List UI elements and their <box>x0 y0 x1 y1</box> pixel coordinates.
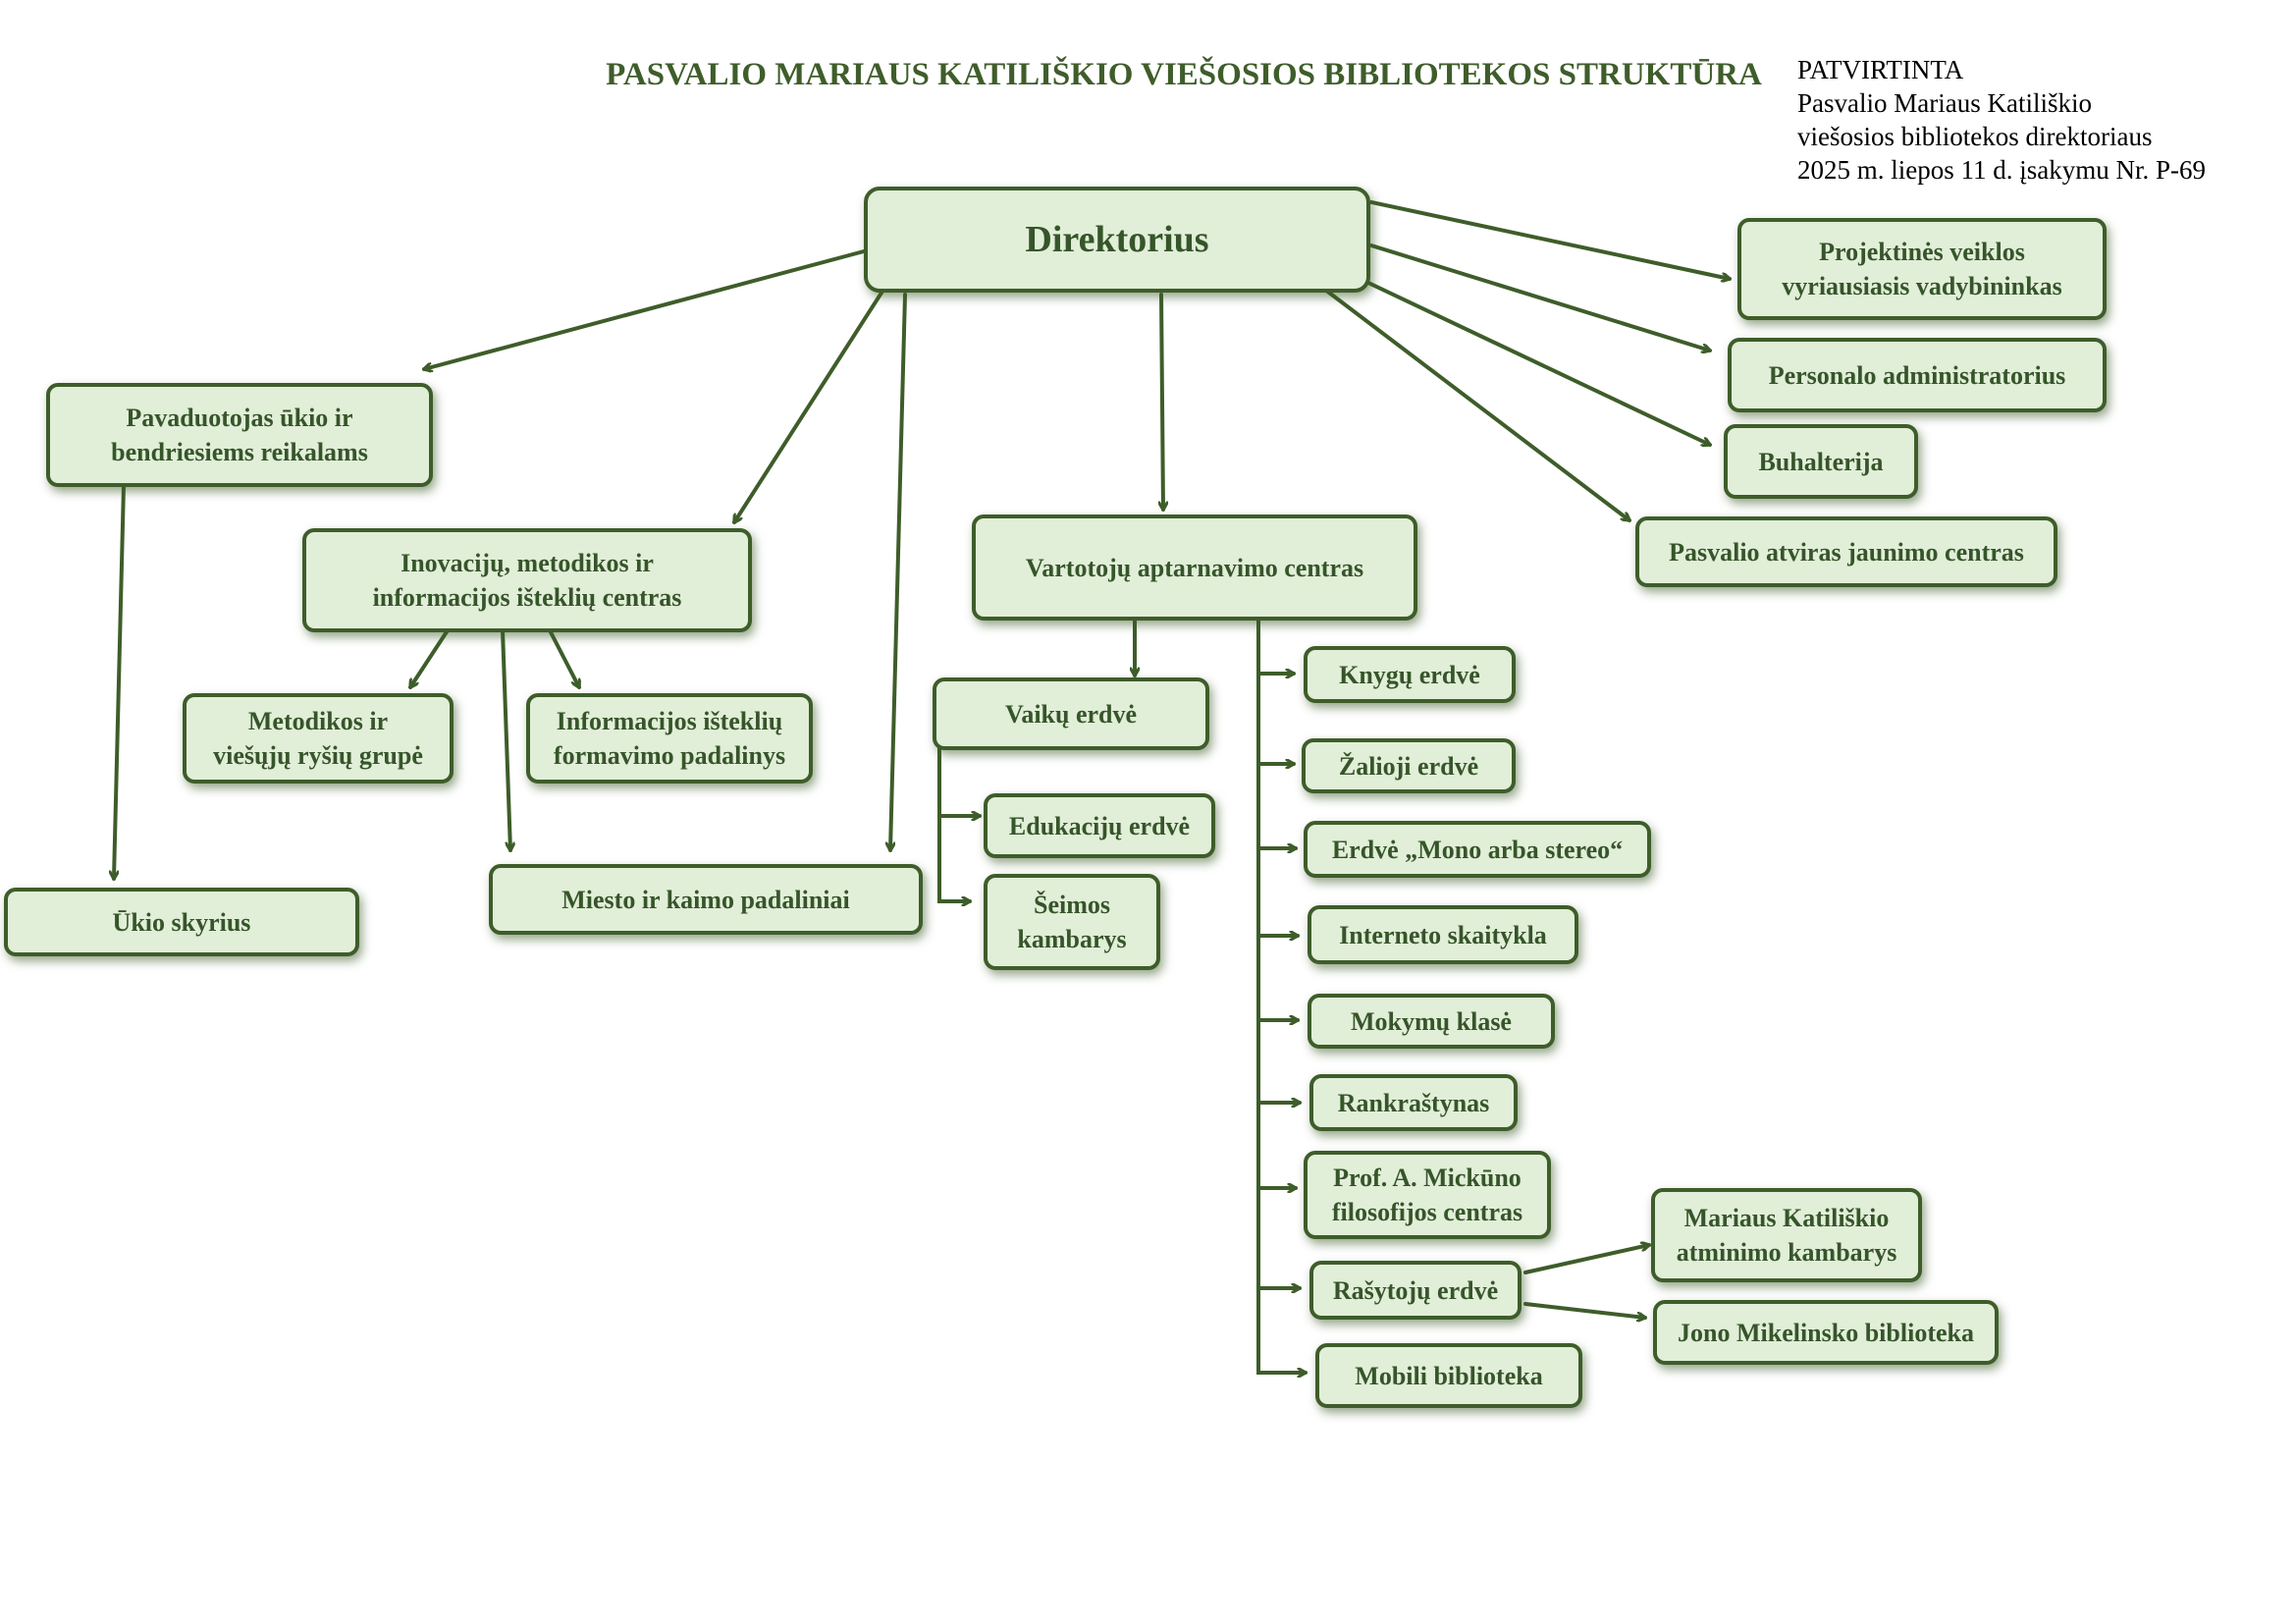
node-manuscripts-label: Rankraštynas <box>1337 1088 1490 1117</box>
approval-note: PATVIRTINTA Pasvalio Mariaus Katiliškio … <box>1797 53 2206 187</box>
node-methodics: Metodikos ir viešųjų ryšių grupė <box>183 693 454 784</box>
node-mikelinskas: Jono Mikelinsko biblioteka <box>1653 1300 1999 1365</box>
node-children-label: Vaikų erdvė <box>1004 699 1138 729</box>
link-children-spine <box>937 745 972 901</box>
node-personnel-label: Personalo administratorius <box>1768 360 2066 390</box>
link-director-projects <box>1369 200 1730 279</box>
node-mobile: Mobili biblioteka <box>1315 1343 1582 1408</box>
node-mikelinskas-label: Jono Mikelinsko biblioteka <box>1678 1318 1974 1347</box>
node-youth: Pasvalio atviras jaunimo centras <box>1635 516 2057 587</box>
link-innovation-branches <box>501 628 510 852</box>
node-projects: Projektinės veiklos vyriausiasis vadybin… <box>1737 218 2107 320</box>
node-economy: Ūkio skyrius <box>4 888 359 956</box>
node-resources: Informacijos išteklių formavimo padaliny… <box>526 693 813 784</box>
node-green: Žalioji erdvė <box>1302 738 1516 793</box>
node-director-label: Direktorius <box>1025 218 1209 260</box>
link-service-spine <box>1256 617 1308 1373</box>
node-writers-label: Rašytojų erdvė <box>1332 1275 1499 1305</box>
node-training: Mokymų klasė <box>1308 994 1555 1049</box>
node-innovation-label-2: informacijos išteklių centras <box>372 583 682 612</box>
node-family-label-1: Šeimos <box>1034 891 1110 919</box>
approval-line-1: PATVIRTINTA <box>1797 55 1964 84</box>
link-writers-mikelinskas <box>1523 1302 1645 1318</box>
node-memorial-label-2: atminimo kambarys <box>1676 1238 1897 1267</box>
node-memorial-label-1: Mariaus Katiliškio <box>1683 1204 1890 1232</box>
page-title: PASVALIO MARIAUS KATILIŠKIO VIEŠOSIOS BI… <box>606 57 1762 92</box>
node-philosophy: Prof. A. Mickūno filosofijos centras <box>1304 1151 1551 1239</box>
node-service: Vartotojų aptarnavimo centras <box>972 514 1417 621</box>
node-methodics-label-2: viešųjų ryšių grupė <box>213 741 423 770</box>
node-children: Vaikų erdvė <box>933 677 1209 750</box>
node-deputy: Pavaduotojas ūkio ir bendriesiems reikal… <box>46 383 433 487</box>
node-internet: Interneto skaitykla <box>1308 905 1578 964</box>
node-resources-label-2: formavimo padalinys <box>553 741 786 770</box>
link-director-youth <box>1323 288 1629 520</box>
node-education-label: Edukacijų erdvė <box>1008 811 1191 840</box>
node-training-label: Mokymų klasė <box>1351 1006 1512 1036</box>
node-mono-label: Erdvė „Mono arba stereo“ <box>1331 835 1624 864</box>
link-director-accounting <box>1366 281 1710 445</box>
node-projects-label-2: vyriausiasis vadybininkas <box>1782 272 2062 300</box>
node-service-label: Vartotojų aptarnavimo centras <box>1025 553 1364 582</box>
node-books: Knygų erdvė <box>1304 646 1516 703</box>
node-accounting-label: Buhalterija <box>1758 447 1884 476</box>
node-branches-label: Miesto ir kaimo padaliniai <box>561 885 850 914</box>
node-memorial: Mariaus Katiliškio atminimo kambarys <box>1651 1188 1922 1282</box>
link-deputy-economy <box>114 483 126 881</box>
node-director: Direktorius <box>864 187 1370 293</box>
node-personnel: Personalo administratorius <box>1728 338 2107 412</box>
node-innovation: Inovacijų, metodikos ir informacijos išt… <box>302 528 752 632</box>
link-writers-memorial <box>1523 1245 1649 1274</box>
node-internet-label: Interneto skaitykla <box>1339 920 1547 949</box>
link-innovation-methodics <box>408 628 450 687</box>
node-green-label: Žalioji erdvė <box>1338 751 1479 781</box>
link-director-innovation <box>732 288 885 522</box>
node-education: Edukacijų erdvė <box>984 793 1215 858</box>
node-writers: Rašytojų erdvė <box>1309 1261 1522 1320</box>
node-deputy-label-2: bendriesiems reikalams <box>111 438 368 466</box>
node-philosophy-label-1: Prof. A. Mickūno <box>1333 1164 1522 1192</box>
node-branches: Miesto ir kaimo padaliniai <box>489 864 923 935</box>
link-director-branches <box>890 293 907 852</box>
approval-line-4: 2025 m. liepos 11 d. įsakymu Nr. P-69 <box>1797 155 2206 185</box>
node-methodics-label-1: Metodikos ir <box>247 707 389 735</box>
node-manuscripts: Rankraštynas <box>1309 1074 1518 1131</box>
node-innovation-label-1: Inovacijų, metodikos ir <box>400 549 654 577</box>
node-books-label: Knygų erdvė <box>1339 660 1480 689</box>
node-family: Šeimos kambarys <box>984 874 1160 970</box>
node-deputy-label-1: Pavaduotojas ūkio ir <box>126 404 353 432</box>
node-family-label-2: kambarys <box>1017 925 1127 953</box>
node-projects-label-1: Projektinės veiklos <box>1819 238 2025 266</box>
node-mono: Erdvė „Mono arba stereo“ <box>1304 821 1651 878</box>
link-innovation-resources <box>548 628 579 687</box>
approval-line-3: viešosios bibliotekos direktoriaus <box>1797 122 2153 151</box>
link-director-personnel <box>1369 244 1710 351</box>
node-resources-label-1: Informacijos išteklių <box>556 707 783 735</box>
node-philosophy-label-2: filosofijos centras <box>1331 1198 1523 1226</box>
node-economy-label: Ūkio skyrius <box>112 907 251 937</box>
node-mobile-label: Mobili biblioteka <box>1355 1361 1543 1390</box>
approval-line-2: Pasvalio Mariaus Katiliškio <box>1797 88 2092 118</box>
link-director-deputy <box>424 249 866 369</box>
node-accounting: Buhalterija <box>1724 424 1918 499</box>
node-youth-label: Pasvalio atviras jaunimo centras <box>1669 537 2024 567</box>
link-director-service <box>1161 293 1163 512</box>
